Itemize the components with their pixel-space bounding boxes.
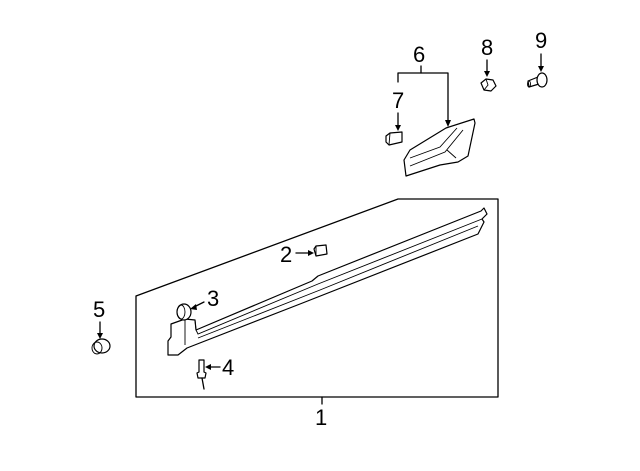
callout-4[interactable]: 4: [205, 355, 234, 380]
part-8-nut[interactable]: [480, 78, 497, 92]
callout-9-label: 9: [535, 28, 547, 53]
part-6-end-cap[interactable]: [403, 118, 476, 177]
callout-8-label: 8: [481, 35, 493, 60]
part-1-side-sill-molding[interactable]: [167, 207, 488, 356]
part-7-clip[interactable]: [385, 131, 403, 146]
part-9-screw[interactable]: [527, 72, 548, 88]
callout-8[interactable]: 8: [481, 35, 493, 77]
callout-2-label: 2: [280, 242, 292, 267]
part-5-plug[interactable]: [91, 338, 111, 355]
callout-6[interactable]: 6: [397, 42, 451, 127]
assembly-box: [135, 198, 499, 398]
part-3-plug[interactable]: [176, 303, 192, 321]
callout-3[interactable]: 3: [190, 286, 219, 311]
callout-5-label: 5: [93, 297, 105, 322]
callout-5[interactable]: 5: [93, 297, 105, 339]
callout-3-label: 3: [207, 286, 219, 311]
callout-4-label: 4: [222, 355, 234, 380]
part-4-pin[interactable]: [196, 359, 207, 390]
callout-1[interactable]: 1: [315, 396, 327, 430]
callout-2[interactable]: 2: [280, 242, 314, 267]
callout-6-label: 6: [413, 42, 425, 67]
callout-7[interactable]: 7: [392, 88, 404, 131]
callout-7-label: 7: [392, 88, 404, 113]
part-2-clip[interactable]: [313, 244, 328, 257]
callout-1-label: 1: [315, 405, 327, 430]
callout-9[interactable]: 9: [535, 28, 547, 72]
